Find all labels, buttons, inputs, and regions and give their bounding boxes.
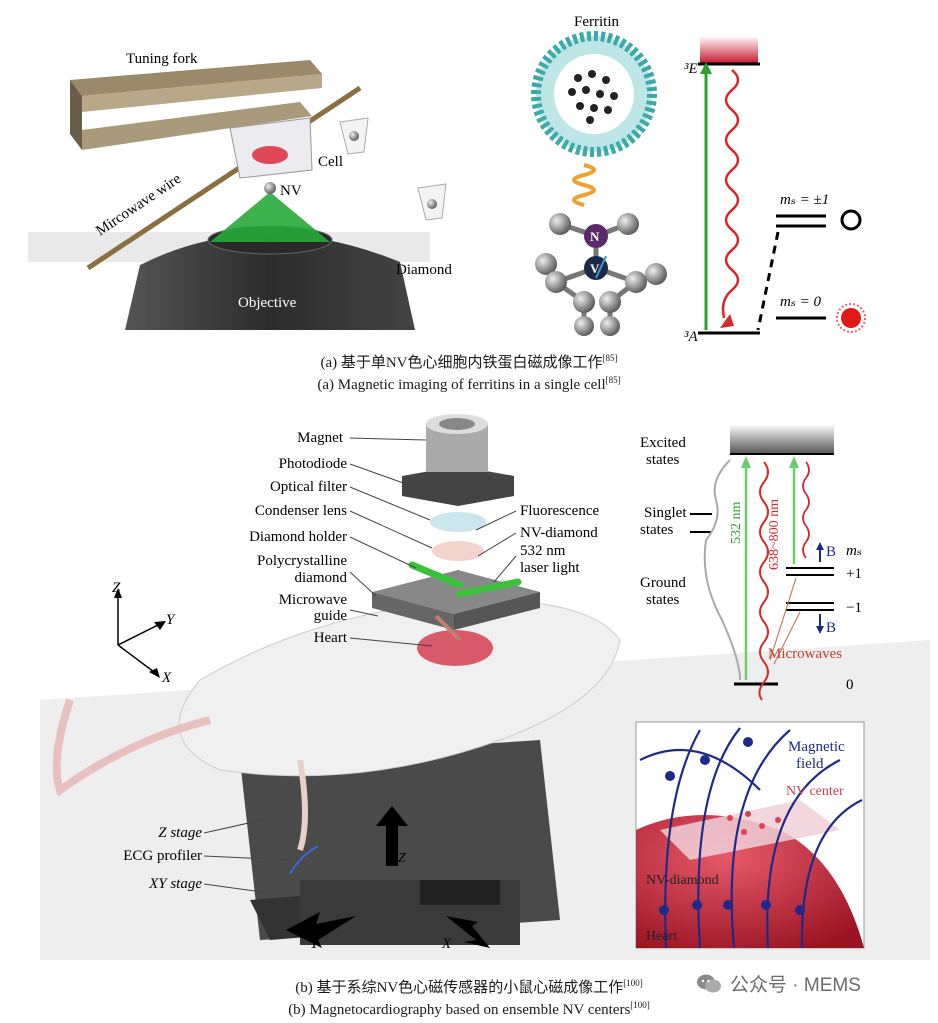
label-ferritin: Ferritin (574, 14, 619, 30)
caption-b-en-text: (b) Magnetocardiography based on ensembl… (288, 1002, 631, 1018)
label-excited-states: states (646, 452, 679, 468)
label-microwave-guide: guide (314, 608, 348, 624)
watermark: 公众号 · MEMS (696, 970, 861, 997)
label-minus1: −1 (846, 600, 862, 616)
label-ecg-profiler: ECG profiler (123, 848, 202, 864)
label-fluorescence: Fluorescence (520, 503, 599, 519)
label-cell: Cell (318, 154, 343, 170)
axis-y-label: Y (166, 612, 176, 628)
energy-diagram-b (690, 424, 834, 701)
label-nv-center: NV center (786, 784, 844, 799)
label-level-e: ³E (684, 61, 698, 77)
spring-coil (572, 163, 596, 207)
caption-b-en: (b) Magnetocardiography based on ensembl… (0, 996, 938, 1020)
label-ms-0: mₛ = 0 (780, 294, 822, 310)
label-zero: 0 (846, 677, 854, 693)
caption-a-en-text: (a) Magnetic imaging of ferritins in a s… (317, 377, 606, 393)
caption-b-cn-ref: [100] (623, 978, 643, 988)
label-z-stage: Z stage (158, 825, 202, 841)
label-638-800nm: 638~800 nm (767, 499, 782, 570)
label-b-down: B (826, 620, 836, 636)
label-xy-stage: XY stage (148, 876, 202, 892)
ferritin-protein (531, 31, 657, 157)
label-polycrystalline-diamond: diamond (295, 570, 348, 586)
caption-b-en-ref: [100] (630, 1000, 650, 1010)
label-heart: Heart (314, 630, 348, 646)
label-microwave: Microwave (279, 592, 348, 608)
label-inset-nv-diamond: NV-diamond (646, 873, 719, 888)
label-level-a: ³A (684, 329, 698, 345)
label-ms-pm1: mₛ = ±1 (780, 192, 829, 208)
caption-b-cn-text: (b) 基于系综NV色心磁传感器的小鼠心磁成像工作 (295, 980, 624, 996)
label-optical-filter: Optical filter (270, 479, 347, 495)
label-ground: Ground (640, 575, 686, 591)
label-singlet-states: states (640, 522, 673, 538)
caption-b-cn: (b) 基于系综NV色心磁传感器的小鼠心磁成像工作[100] (0, 974, 938, 998)
label-ms: mₛ (846, 543, 862, 559)
label-atom-n: N (590, 229, 600, 244)
label-field: field (796, 756, 824, 772)
label-diamond: Diamond (396, 262, 452, 278)
axis-z-label: Z (112, 580, 121, 596)
magnetic-field-inset (635, 721, 865, 949)
caption-a-en-ref: [85] (605, 375, 621, 385)
diamond-lattice (535, 213, 667, 336)
label-532nm: 532 nm (729, 502, 744, 545)
watermark-text: 公众号 · MEMS (730, 975, 861, 996)
panel-a-scene (28, 60, 447, 330)
label-plus1: +1 (846, 566, 862, 582)
label-atom-v: V (590, 261, 600, 276)
panel-b-scene (40, 414, 930, 960)
caption-a-cn: (a) 基于单NV色心细胞内铁蛋白磁成像工作[85] (0, 349, 938, 373)
label-diamond-holder: Diamond holder (249, 529, 347, 545)
caption-a-cn-ref: [85] (602, 353, 618, 363)
stage-z-label: Z (398, 851, 406, 866)
label-b-up: B (826, 544, 836, 560)
label-singlet: Singlet (644, 505, 687, 521)
label-magnet: Magnet (297, 430, 344, 446)
label-ground-states: states (646, 592, 679, 608)
label-nv: NV (280, 183, 302, 199)
caption-a-cn-text: (a) 基于单NV色心细胞内铁蛋白磁成像工作 (320, 355, 603, 371)
label-laser-light: laser light (520, 560, 580, 576)
wechat-icon (697, 974, 721, 992)
stage-x-label: X (441, 936, 452, 952)
label-excited: Excited (640, 435, 686, 451)
label-magnetic: Magnetic (788, 739, 845, 755)
axis-x-label: X (161, 670, 172, 686)
label-condenser-lens: Condenser lens (255, 503, 347, 519)
label-photodiode: Photodiode (279, 456, 348, 472)
leader-lines (203, 437, 517, 893)
label-microwave-wire: Mircowave wire (93, 171, 184, 240)
label-tuning-fork: Tuning fork (126, 51, 198, 67)
label-laser-532: 532 nm (520, 543, 566, 559)
label-nv-diamond: NV-diamond (520, 525, 598, 541)
label-inset-heart: Heart (646, 929, 677, 944)
stage-y-label: Y (310, 936, 320, 952)
label-objective: Objective (238, 295, 297, 311)
label-polycrystalline: Polycrystalline (257, 553, 347, 569)
energy-diagram-a (698, 36, 866, 335)
label-microwaves: Microwaves (768, 646, 842, 662)
caption-a-en: (a) Magnetic imaging of ferritins in a s… (0, 371, 938, 395)
